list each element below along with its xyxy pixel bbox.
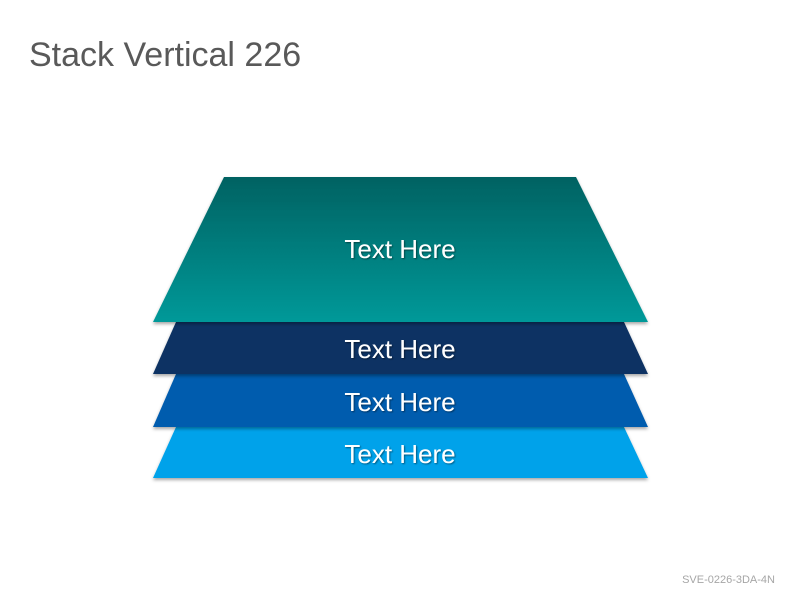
stack-layer-2-label: Text Here <box>344 334 455 364</box>
slide-code: SVE-0226-3DA-4N <box>682 574 775 586</box>
stack-layer-1-label: Text Here <box>344 234 455 264</box>
stack-layer-3-label: Text Here <box>344 387 455 417</box>
stack-layer-4-label: Text Here <box>344 439 455 469</box>
slide-title: Stack Vertical 226 <box>29 36 302 74</box>
stack-layer-4 <box>153 427 648 478</box>
stack-layer-2 <box>153 322 648 374</box>
stack-layer-1 <box>153 177 648 322</box>
stack-layer-3 <box>153 374 648 427</box>
